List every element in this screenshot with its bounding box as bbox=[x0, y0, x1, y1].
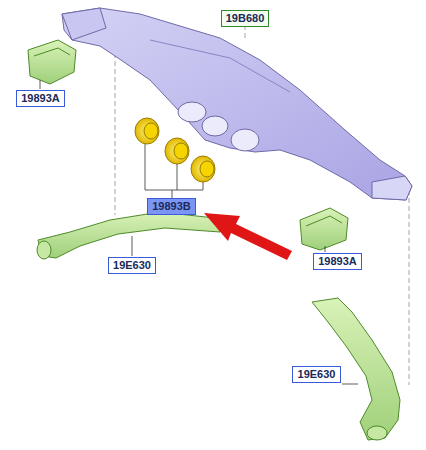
part-number: 19B680 bbox=[226, 13, 265, 24]
air-duct-tube bbox=[37, 212, 220, 259]
part-number: 19893B bbox=[152, 201, 191, 212]
part-number-box: 19B680 bbox=[221, 10, 269, 27]
part-number: 19E630 bbox=[298, 369, 336, 380]
part-number-box: 19893A bbox=[313, 253, 362, 270]
part-number-box: 19E630 bbox=[292, 366, 341, 383]
part-number: 19893A bbox=[21, 93, 60, 104]
vent-insert bbox=[135, 118, 215, 182]
air-duct bbox=[62, 8, 412, 200]
group-bracket bbox=[145, 144, 203, 198]
part-number: 19E630 bbox=[113, 260, 151, 271]
part-number-box: 19893B bbox=[147, 198, 196, 215]
part-number-box: 19893A bbox=[16, 90, 65, 107]
part-number-box: 19E630 bbox=[108, 257, 156, 274]
part-number: 19893A bbox=[318, 256, 357, 267]
pointer-arrow bbox=[204, 213, 292, 260]
